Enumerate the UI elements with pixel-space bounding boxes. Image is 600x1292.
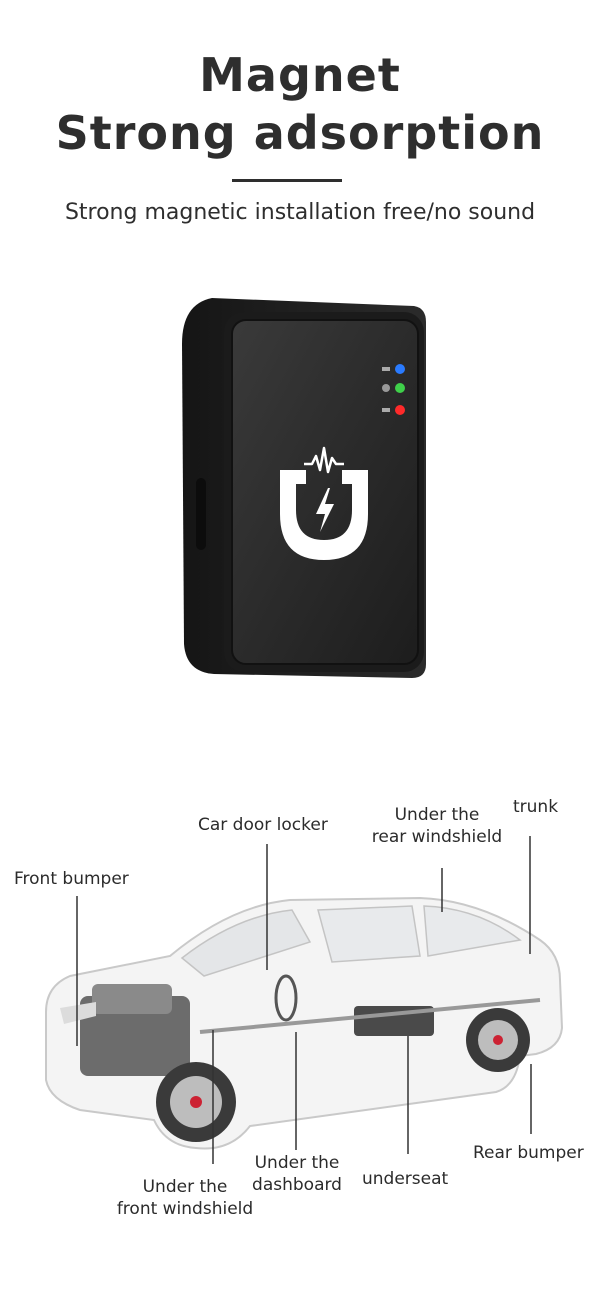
label-underseat: underseat [362, 1169, 449, 1189]
title-line-1: Magnet [199, 48, 401, 102]
led-green-icon [382, 383, 405, 393]
label-rear-windshield-line1: Under the [394, 805, 480, 825]
label-dashboard: Under the dashboard [250, 1152, 344, 1196]
label-front-windshield-line1: Under the [142, 1177, 228, 1197]
led-blue-icon [382, 364, 405, 374]
label-rear-windshield-line2: rear windshield [371, 827, 503, 847]
label-rear-windshield: Under the rear windshield [362, 804, 512, 848]
label-rear-bumper: Rear bumper [473, 1143, 584, 1163]
magnet-bolt-icon [280, 446, 368, 560]
title-divider [232, 179, 342, 182]
label-front-bumper: Front bumper [14, 869, 129, 889]
label-car-door-locker: Car door locker [198, 815, 328, 835]
label-front-windshield-line2: front windshield [116, 1199, 254, 1219]
label-dashboard-line1: Under the [254, 1153, 340, 1173]
label-dashboard-line2: dashboard [252, 1175, 342, 1195]
subtitle: Strong magnetic installation free/no sou… [64, 200, 536, 225]
label-front-windshield: Under the front windshield [114, 1176, 256, 1220]
install-locations-diagram: Car door locker Under the rear windshiel… [0, 780, 600, 1240]
gps-tracker-device [182, 292, 428, 680]
title-line-2: Strong adsorption [55, 106, 545, 160]
label-trunk: trunk [513, 797, 559, 817]
led-red-icon [382, 405, 405, 415]
